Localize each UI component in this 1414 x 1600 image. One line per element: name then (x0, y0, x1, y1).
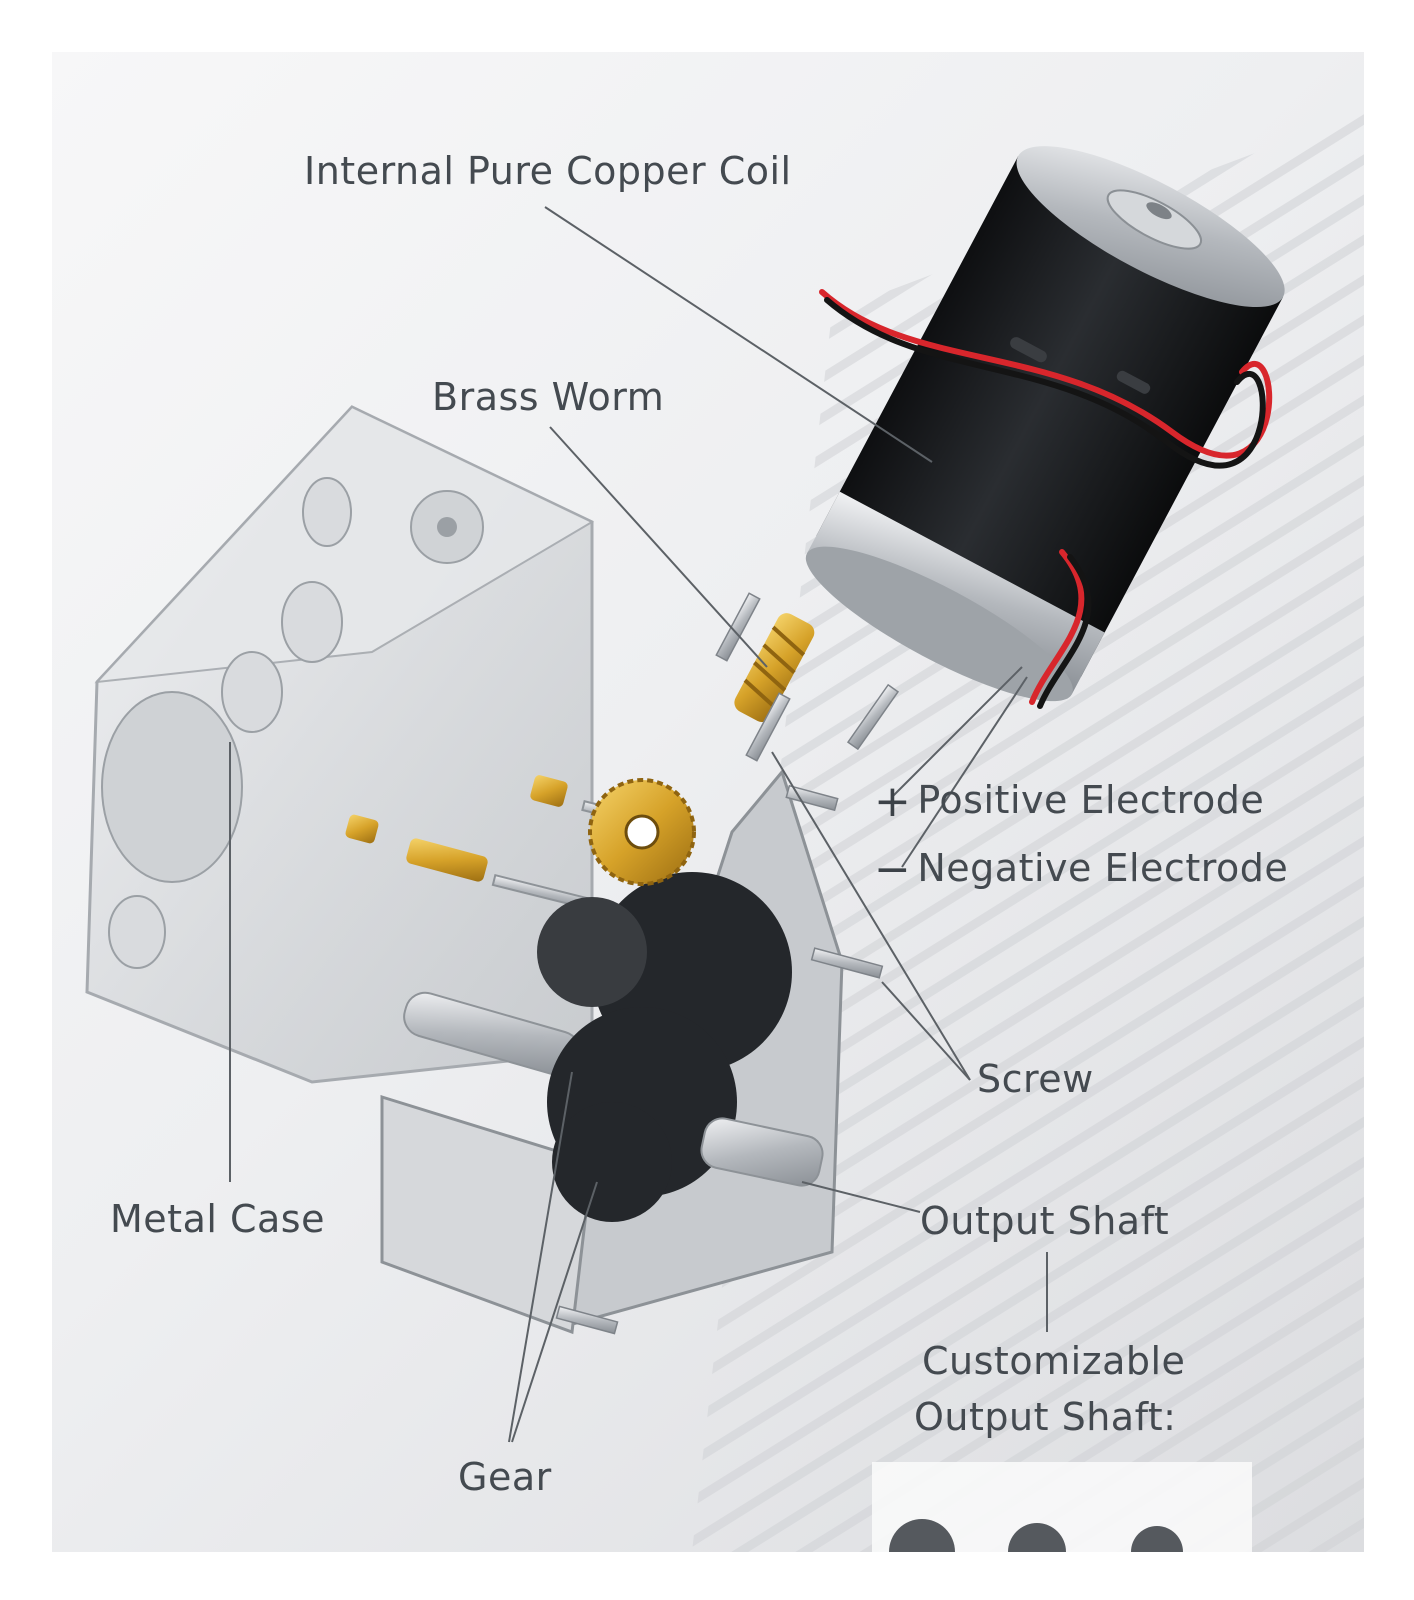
leader-screw-2 (881, 981, 971, 1081)
label-positive-electrode: +Positive Electrode (874, 780, 1264, 824)
metal-case (85, 405, 595, 1084)
label-brass-worm: Brass Worm (432, 375, 665, 419)
plate-screws (555, 784, 884, 1335)
label-customizable-line1: Customizable (922, 1339, 1186, 1383)
minus-icon: − (874, 844, 912, 895)
leader-output-shaft (801, 1181, 921, 1213)
leader-gear-1 (508, 1071, 573, 1443)
label-output-shaft: Output Shaft (920, 1199, 1170, 1243)
leader-copper-coil (544, 206, 933, 463)
label-customizable-line2: Output Shaft: (914, 1395, 1177, 1439)
brass-bushings (345, 775, 568, 882)
leader-positive (891, 666, 1023, 798)
motor-exploded-illustration (85, 112, 1364, 1552)
leader-screw-1 (771, 751, 971, 1081)
motor-screws (715, 592, 900, 762)
positive-electrode-text: Positive Electrode (917, 778, 1265, 822)
leader-brass-worm (549, 426, 768, 668)
label-metal-case: Metal Case (110, 1197, 325, 1241)
negative-electrode-text: Negative Electrode (917, 846, 1289, 890)
leader-negative (901, 676, 1028, 868)
label-screw: Screw (977, 1057, 1094, 1101)
label-gear: Gear (458, 1455, 552, 1499)
plus-icon: + (874, 776, 912, 827)
leader-gear-2 (511, 1181, 598, 1443)
label-copper-coil: Internal Pure Copper Coil (304, 149, 792, 193)
diagram-canvas: Internal Pure Copper Coil Brass Worm +Po… (52, 52, 1364, 1552)
label-negative-electrode: −Negative Electrode (874, 848, 1288, 892)
motor-wires (819, 289, 1273, 709)
shaft-options-strip (872, 1462, 1252, 1552)
brass-worm (734, 613, 815, 723)
dc-motor (805, 146, 1285, 702)
output-shaft (700, 1117, 824, 1187)
brass-gear (588, 778, 696, 886)
black-gears (537, 872, 792, 1222)
leader-lines (229, 206, 1048, 1443)
